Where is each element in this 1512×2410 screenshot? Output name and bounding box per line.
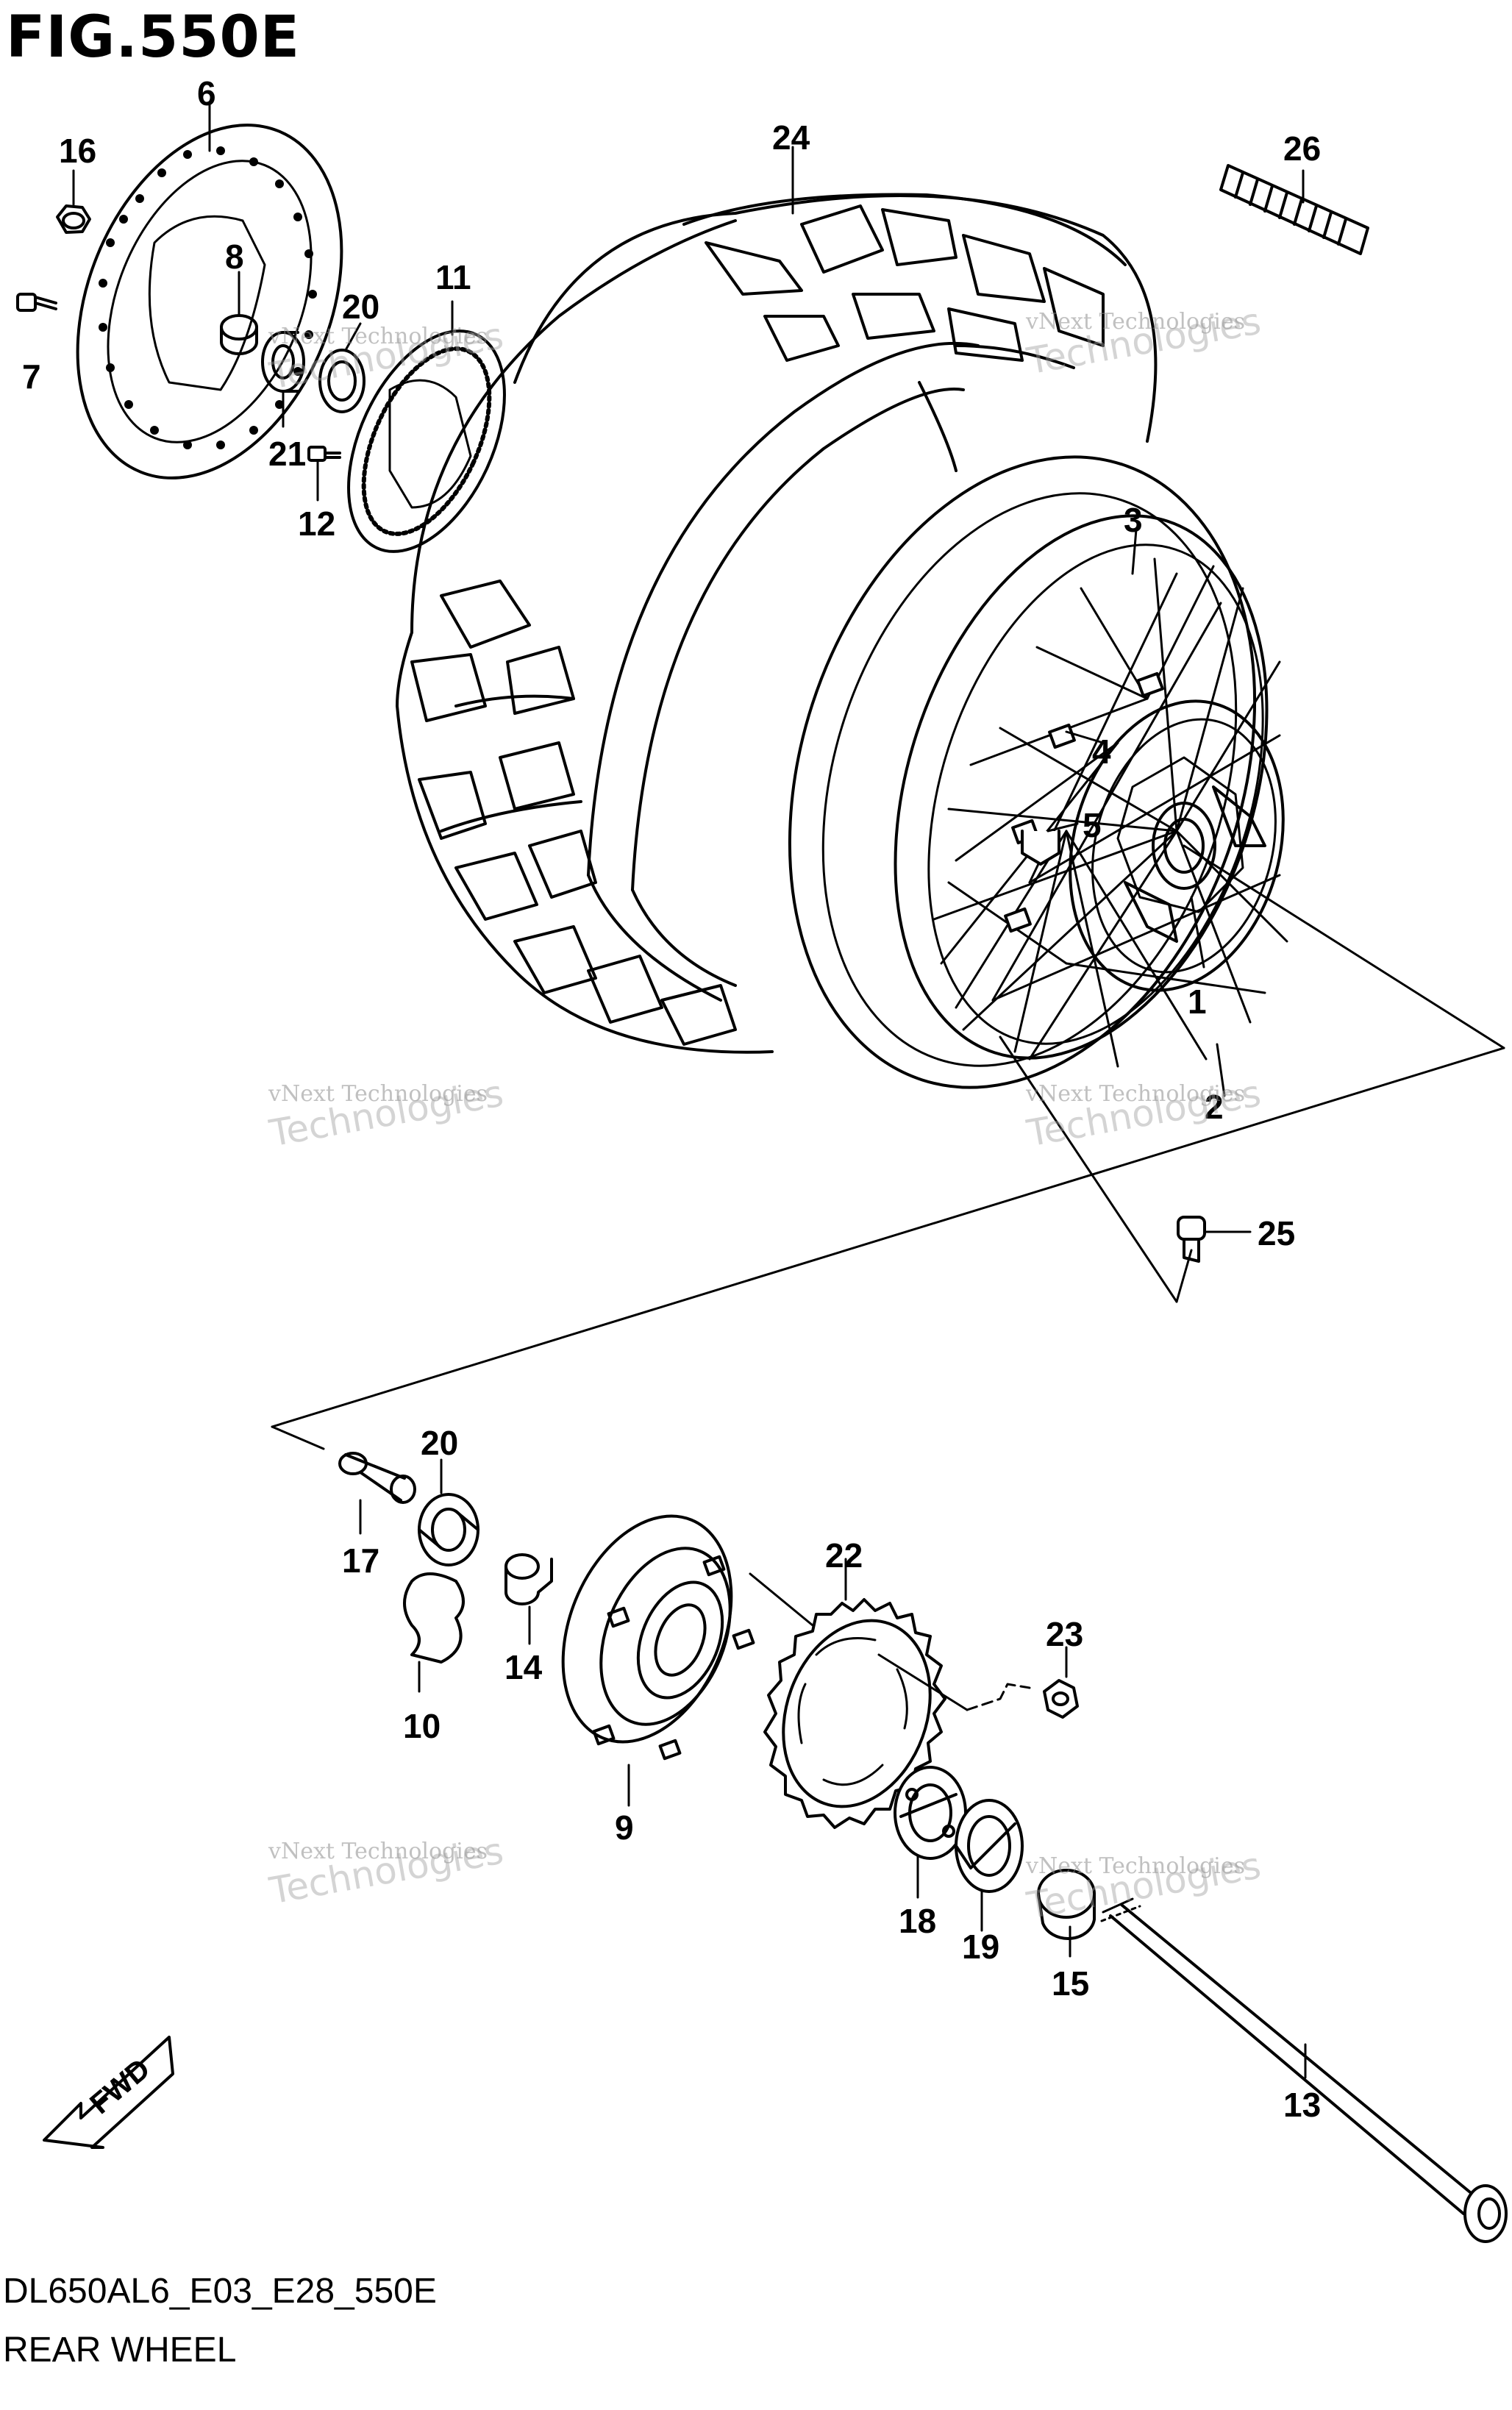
callout-17: 17 [342,1541,380,1580]
figure-code: DL650AL6_E03_E28_550E [3,2272,437,2311]
oil-seal-top [318,349,365,413]
callout-2: 2 [1205,1088,1224,1126]
callout-5: 5 [1083,806,1102,844]
rear-sprocket [763,1598,946,1829]
figure-caption: REAR WHEEL [3,2331,237,2370]
bearing-lower [418,1493,479,1566]
sprocket-nut [1043,1679,1079,1719]
callout-4: 4 [1092,732,1111,771]
tire [396,193,1158,1054]
bearing-sprocket-side [894,1766,967,1860]
callout-7: 7 [22,357,41,396]
callout-13: 13 [1283,2086,1322,2124]
callout-20-top: 20 [342,288,380,326]
callout-8: 8 [225,238,244,276]
sprocket-spacer [504,1553,553,1605]
spoke-nipples [1004,671,1164,933]
callout-1: 1 [1188,983,1207,1021]
sprocket-drum [561,1514,755,1761]
balance-weight [1219,164,1369,255]
wheel-rim [788,455,1269,1089]
fwd-arrow-icon [43,2036,174,2149]
callout-10: 10 [403,1707,441,1745]
callout-9: 9 [615,1808,634,1847]
callout-25: 25 [1258,1214,1296,1252]
callout-15: 15 [1052,1964,1090,2003]
callout-16: 16 [59,132,97,170]
brake-disc [76,124,343,479]
rear-axle [1100,1897,1508,2243]
callout-11: 11 [435,258,471,296]
wheel-hub [1069,699,1285,992]
disc-nut [56,204,91,234]
bearing-top [261,331,305,393]
figure-title: FIG.550E [6,4,301,71]
callout-21: 21 [268,435,307,473]
tire-valve [1177,1216,1206,1263]
callout-22: 22 [825,1536,863,1575]
callout-14: 14 [504,1648,543,1686]
disc-bolt [16,293,57,312]
callout-24: 24 [772,118,810,157]
spokes [932,557,1288,1068]
wheel-spacer [338,1452,416,1504]
callout-20-lower: 20 [421,1424,459,1462]
sensor-ring-bolt [307,446,341,462]
callout-26: 26 [1283,129,1322,168]
cush-damper [403,1572,465,1664]
callout-12: 12 [298,505,336,543]
callout-18: 18 [899,1902,937,1940]
callout-3: 3 [1124,501,1143,539]
oil-seal-lower [955,1799,1024,1893]
callout-19: 19 [962,1928,1000,1966]
abs-sensor-ring [347,329,506,553]
callout-23: 23 [1046,1615,1084,1653]
callout-6: 6 [197,74,216,113]
axle-spacer [1037,1869,1096,1940]
